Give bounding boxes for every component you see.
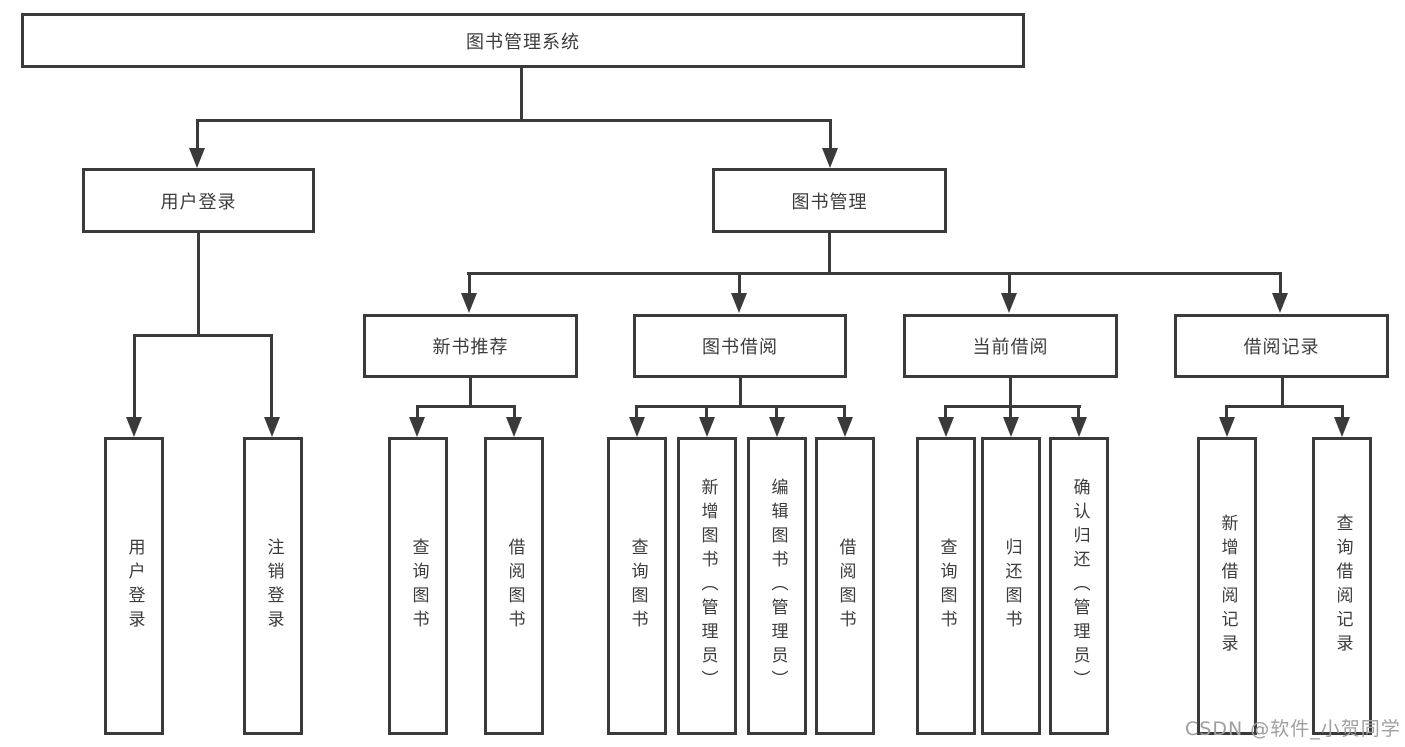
connector-userlogin-right-drop xyxy=(270,334,273,420)
arrow-down-icon xyxy=(506,417,522,437)
connector-bookmgmt-stub xyxy=(828,233,831,275)
node-query-books-1: 查询图书 xyxy=(388,437,448,735)
connector-userlogin-left-drop xyxy=(133,334,136,420)
node-label: 借阅图书 xyxy=(835,538,856,634)
arrow-down-icon xyxy=(837,417,853,437)
arrow-down-icon xyxy=(1003,417,1019,437)
connector-root-stub xyxy=(520,68,523,121)
arrow-down-icon xyxy=(938,417,954,437)
arrow-down-icon xyxy=(1071,417,1087,437)
node-label: 确认归还（管理员） xyxy=(1069,478,1090,694)
connector-bookmgmt-branch xyxy=(467,272,1282,275)
arrow-down-icon xyxy=(699,417,715,437)
arrow-down-icon xyxy=(189,148,205,168)
node-query-borrow-record: 查询借阅记录 xyxy=(1312,437,1372,735)
connector-current-drop-1 xyxy=(944,405,947,420)
node-label: 查询图书 xyxy=(408,538,429,634)
connector-records-drop-2 xyxy=(1341,405,1344,420)
node-query-books-3: 查询图书 xyxy=(916,437,976,735)
node-borrowing-records: 借阅记录 xyxy=(1174,314,1389,378)
node-label: 新增图书（管理员） xyxy=(697,478,718,694)
node-label: 归还图书 xyxy=(1001,538,1022,634)
node-edit-books-admin: 编辑图书（管理员） xyxy=(747,437,807,735)
arrow-down-icon xyxy=(126,417,142,437)
node-label: 用户登录 xyxy=(124,538,145,634)
node-label: 新增借阅记录 xyxy=(1217,514,1238,658)
arrow-down-icon xyxy=(1272,293,1288,313)
connector-bookmgmt-drop-1 xyxy=(468,272,471,297)
node-label: 图书管理系统 xyxy=(466,31,580,53)
node-add-books-admin: 新增图书（管理员） xyxy=(677,437,737,735)
arrow-down-icon xyxy=(461,293,477,313)
connector-current-drop-3 xyxy=(1077,405,1080,420)
connector-newbook-drop-1 xyxy=(416,405,419,420)
connector-current-stub xyxy=(1009,378,1012,408)
node-label: 查询图书 xyxy=(936,538,957,634)
node-logout-action: 注销登录 xyxy=(243,437,303,735)
connector-newbook-drop-2 xyxy=(513,405,516,420)
arrow-down-icon xyxy=(822,148,838,168)
connector-root-right-drop xyxy=(829,119,832,152)
connector-borrowing-drop-3 xyxy=(775,405,778,420)
connector-borrowing-stub xyxy=(739,378,742,408)
arrow-down-icon xyxy=(1001,293,1017,313)
node-label: 图书管理 xyxy=(791,191,868,213)
connector-userlogin-stub xyxy=(197,233,200,336)
node-user-login-action: 用户登录 xyxy=(104,437,164,735)
arrow-down-icon xyxy=(629,417,645,437)
node-query-books-2: 查询图书 xyxy=(607,437,667,735)
node-label: 注销登录 xyxy=(263,538,284,634)
connector-bookmgmt-drop-2 xyxy=(738,272,741,297)
connector-newbook-branch xyxy=(416,405,516,408)
connector-borrowing-drop-2 xyxy=(705,405,708,420)
arrow-down-icon xyxy=(769,417,785,437)
connector-current-branch xyxy=(944,405,1081,408)
connector-records-branch xyxy=(1225,405,1344,408)
connector-borrowing-drop-4 xyxy=(843,405,846,420)
node-return-books: 归还图书 xyxy=(981,437,1041,735)
arrow-down-icon xyxy=(264,417,280,437)
node-label: 查询图书 xyxy=(627,538,648,634)
node-confirm-return-admin: 确认归还（管理员） xyxy=(1049,437,1109,735)
connector-records-drop-1 xyxy=(1225,405,1228,420)
connector-newbook-stub xyxy=(469,378,472,408)
arrow-down-icon xyxy=(1334,417,1350,437)
node-label: 编辑图书（管理员） xyxy=(767,478,788,694)
node-borrow-books-2: 借阅图书 xyxy=(815,437,875,735)
node-label: 新书推荐 xyxy=(432,337,509,358)
node-label: 借阅图书 xyxy=(504,538,525,634)
node-add-borrow-record: 新增借阅记录 xyxy=(1197,437,1257,735)
connector-bookmgmt-drop-3 xyxy=(1008,272,1011,297)
connector-userlogin-branch xyxy=(133,334,273,337)
node-user-login: 用户登录 xyxy=(82,168,315,233)
node-book-borrowing: 图书借阅 xyxy=(633,314,847,378)
connector-root-branch xyxy=(196,119,832,122)
node-label: 图书借阅 xyxy=(702,337,778,358)
arrow-down-icon xyxy=(409,417,425,437)
node-label: 当前借阅 xyxy=(972,337,1049,358)
connector-borrowing-drop-1 xyxy=(635,405,638,420)
node-borrow-books-1: 借阅图书 xyxy=(484,437,544,735)
connector-current-drop-2 xyxy=(1009,405,1012,420)
connector-root-left-drop xyxy=(196,119,199,152)
node-label: 用户登录 xyxy=(160,191,237,213)
node-new-book-recommendation: 新书推荐 xyxy=(363,314,578,378)
node-label: 借阅记录 xyxy=(1243,337,1320,358)
node-book-management: 图书管理 xyxy=(712,168,947,233)
connector-records-stub xyxy=(1281,378,1284,408)
connector-bookmgmt-drop-4 xyxy=(1279,272,1282,297)
node-library-management-system: 图书管理系统 xyxy=(21,13,1025,68)
csdn-watermark: CSDN @软件_小贺同学 xyxy=(1185,718,1401,740)
node-current-borrowing: 当前借阅 xyxy=(903,314,1118,378)
arrow-down-icon xyxy=(1219,417,1235,437)
connector-borrowing-branch xyxy=(635,405,846,408)
arrow-down-icon xyxy=(731,293,747,313)
node-label: 查询借阅记录 xyxy=(1332,514,1353,658)
